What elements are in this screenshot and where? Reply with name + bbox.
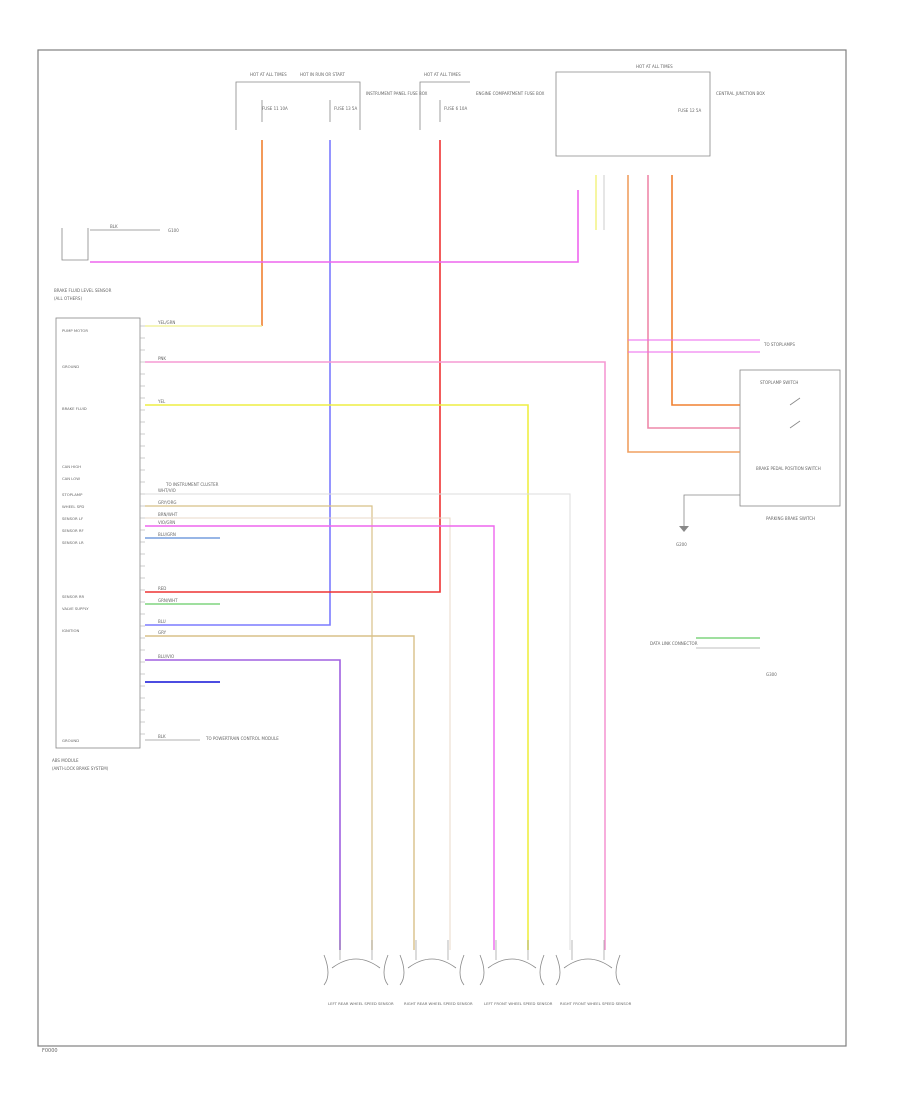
svg-text:HOT AT ALL TIMES: HOT AT ALL TIMES bbox=[424, 72, 461, 77]
stoplamp-switch: STOPLAMP SWITCH BRAKE PEDAL POSITION SWI… bbox=[739, 369, 841, 521]
svg-text:(ALL OTHERS): (ALL OTHERS) bbox=[54, 296, 82, 301]
svg-text:CENTRAL JUNCTION BOX: CENTRAL JUNCTION BOX bbox=[716, 91, 765, 96]
wire-vio-grn bbox=[145, 525, 495, 950]
brake-fluid-sensor: BRAKE FLUID LEVEL SENSOR (ALL OTHERS) BL… bbox=[54, 224, 179, 301]
svg-text:BRAKE FLUID LEVEL SENSOR: BRAKE FLUID LEVEL SENSOR bbox=[54, 288, 112, 293]
svg-text:FUSE 11 10A: FUSE 11 10A bbox=[262, 106, 288, 111]
label-gry-org: GRY/ORG bbox=[158, 500, 176, 505]
svg-text:FUSE 13 5A: FUSE 13 5A bbox=[334, 106, 357, 111]
label-grn-wht: GRN/WHT bbox=[158, 598, 178, 603]
fuse-box-right: HOT AT ALL TIMES FUSE 6 10A ENGINE COMPA… bbox=[419, 72, 545, 130]
label-wht-vio: WHT/VIO bbox=[158, 488, 176, 493]
data-link-connector: DATA LINK CONNECTOR G300 bbox=[650, 637, 777, 677]
wire-blue bbox=[145, 140, 331, 626]
svg-text:FUSE 6 10A: FUSE 6 10A bbox=[444, 106, 467, 111]
wheel-speed-sensor-rf: RIGHT FRONT WHEEL SPEED SENSOR bbox=[555, 940, 632, 1006]
svg-text:FUSE 12 5A: FUSE 12 5A bbox=[678, 108, 701, 113]
svg-text:G300: G300 bbox=[766, 672, 777, 677]
wire-st-1 bbox=[671, 175, 740, 406]
abs-pin-label: GROUND bbox=[62, 364, 79, 369]
side-note-stoplamps: TO STOPLAMPS bbox=[763, 342, 795, 347]
label-yel-grn: YEL/GRN bbox=[157, 320, 175, 325]
wire-brn-wht bbox=[145, 517, 451, 950]
label-pnk: PNK bbox=[158, 356, 166, 361]
label-blu: BLU bbox=[158, 619, 166, 624]
svg-text:HOT IN RUN OR START: HOT IN RUN OR START bbox=[300, 72, 345, 77]
wire-yellow bbox=[145, 404, 529, 950]
wire-wht-vio bbox=[145, 493, 571, 950]
label-blk-bottom: BLK bbox=[158, 734, 166, 739]
wire-gry-org bbox=[145, 505, 373, 950]
wire-gry bbox=[145, 635, 415, 950]
svg-text:HOT AT ALL TIMES: HOT AT ALL TIMES bbox=[636, 64, 673, 69]
sensor-label: LEFT FRONT WHEEL SPEED SENSOR bbox=[484, 1001, 553, 1006]
abs-pin-labels: PUMP MOTOR GROUND BRAKE FLUID CAN HIGH CAN L… bbox=[62, 325, 145, 743]
label-brn-wht: BRN/WHT bbox=[158, 512, 178, 517]
wire-red bbox=[145, 140, 441, 593]
ground-symbol-g2: G200 bbox=[676, 494, 740, 547]
side-note-pcm: TO POWERTRAIN CONTROL MODULE bbox=[205, 736, 279, 741]
abs-pin-label: WHEEL SPD bbox=[62, 504, 84, 509]
svg-text:HOT AT ALL TIMES: HOT AT ALL TIMES bbox=[250, 72, 287, 77]
abs-pin-label: SENSOR LR bbox=[62, 540, 84, 545]
abs-pin-label: CAN HIGH bbox=[62, 464, 81, 469]
abs-pin-label: PUMP MOTOR bbox=[62, 328, 88, 333]
svg-text:DATA LINK CONNECTOR: DATA LINK CONNECTOR bbox=[650, 641, 698, 646]
wire-pink bbox=[145, 361, 606, 950]
side-note-cluster: TO INSTRUMENT CLUSTER bbox=[165, 482, 219, 487]
central-junction-box: HOT AT ALL TIMES FUSE 12 5A CENTRAL JUNC… bbox=[555, 64, 765, 157]
label-blu-grn: BLU/GRN bbox=[158, 532, 176, 537]
abs-pin-label: GROUND bbox=[62, 738, 79, 743]
wire-st-2 bbox=[647, 175, 740, 429]
diagram-border bbox=[37, 49, 847, 1047]
wire-label-layer: YEL/GRN BLU RED PNK YEL WHT/VIO GRY/ORG BRN/WHT… bbox=[157, 320, 795, 741]
wheel-speed-sensor-lr: LEFT REAR WHEEL SPEED SENSOR bbox=[323, 940, 394, 1006]
svg-text:ENGINE COMPARTMENT FUSE BOX: ENGINE COMPARTMENT FUSE BOX bbox=[476, 91, 545, 96]
abs-pin-label: IGNITION bbox=[62, 628, 79, 633]
abs-pin-label: SENSOR LF bbox=[62, 516, 83, 521]
svg-text:BLK: BLK bbox=[110, 224, 118, 229]
svg-text:ABS MODULE: ABS MODULE bbox=[52, 758, 79, 763]
svg-text:(ANTI-LOCK BRAKE SYSTEM): (ANTI-LOCK BRAKE SYSTEM) bbox=[52, 766, 109, 771]
abs-pin-label: VALVE SUPPLY bbox=[62, 606, 89, 611]
label-gry: GRY bbox=[158, 630, 167, 635]
sensor-label: RIGHT REAR WHEEL SPEED SENSOR bbox=[404, 1001, 473, 1006]
svg-text:G200: G200 bbox=[676, 542, 687, 547]
abs-pin-label: SENSOR RR bbox=[62, 594, 85, 599]
abs-pin-label: STOPLAMP bbox=[62, 492, 83, 497]
abs-pin-label: BRAKE FLUID bbox=[62, 406, 87, 411]
sensor-label: RIGHT FRONT WHEEL SPEED SENSOR bbox=[560, 1001, 632, 1006]
svg-text:PARKING BRAKE SWITCH: PARKING BRAKE SWITCH bbox=[766, 516, 815, 521]
fuse-box-left: HOT AT ALL TIMES FUSE 11 10A bbox=[235, 72, 300, 130]
ground-label-g1: G100 bbox=[168, 228, 179, 233]
svg-text:BRAKE PEDAL POSITION SWITCH: BRAKE PEDAL POSITION SWITCH bbox=[756, 466, 821, 471]
wheel-speed-sensor-rr: RIGHT REAR WHEEL SPEED SENSOR bbox=[399, 940, 473, 1006]
fuse-box-mid: HOT IN RUN OR START FUSE 13 5A INSTRUMEN… bbox=[300, 72, 428, 130]
abs-pin-label: SENSOR RF bbox=[62, 528, 84, 533]
label-blu-vio: BLU/VIO bbox=[158, 654, 174, 659]
label-vio-grn: VIO/GRN bbox=[158, 520, 175, 525]
svg-text:STOPLAMP SWITCH: STOPLAMP SWITCH bbox=[760, 380, 798, 385]
label-red: RED bbox=[158, 586, 166, 591]
wire-blu-vio bbox=[145, 659, 341, 950]
sensor-label: LEFT REAR WHEEL SPEED SENSOR bbox=[328, 1001, 394, 1006]
wire-magenta-top bbox=[90, 190, 579, 263]
wire-st-3 bbox=[627, 175, 740, 453]
wheel-speed-sensor-lf: LEFT FRONT WHEEL SPEED SENSOR bbox=[479, 940, 553, 1006]
label-yel: YEL bbox=[157, 399, 166, 404]
svg-text:INSTRUMENT PANEL FUSE BOX: INSTRUMENT PANEL FUSE BOX bbox=[366, 91, 428, 96]
abs-pin-label: CAN LOW bbox=[62, 476, 80, 481]
figure-code: F0000 bbox=[42, 1048, 58, 1054]
abs-module: ABS MODULE (ANTI-LOCK BRAKE SYSTEM) PUMP… bbox=[52, 317, 145, 771]
wire-layer bbox=[90, 140, 760, 950]
sensor-layer: LEFT REAR WHEEL SPEED SENSOR RIGHT REAR W… bbox=[323, 940, 632, 1006]
